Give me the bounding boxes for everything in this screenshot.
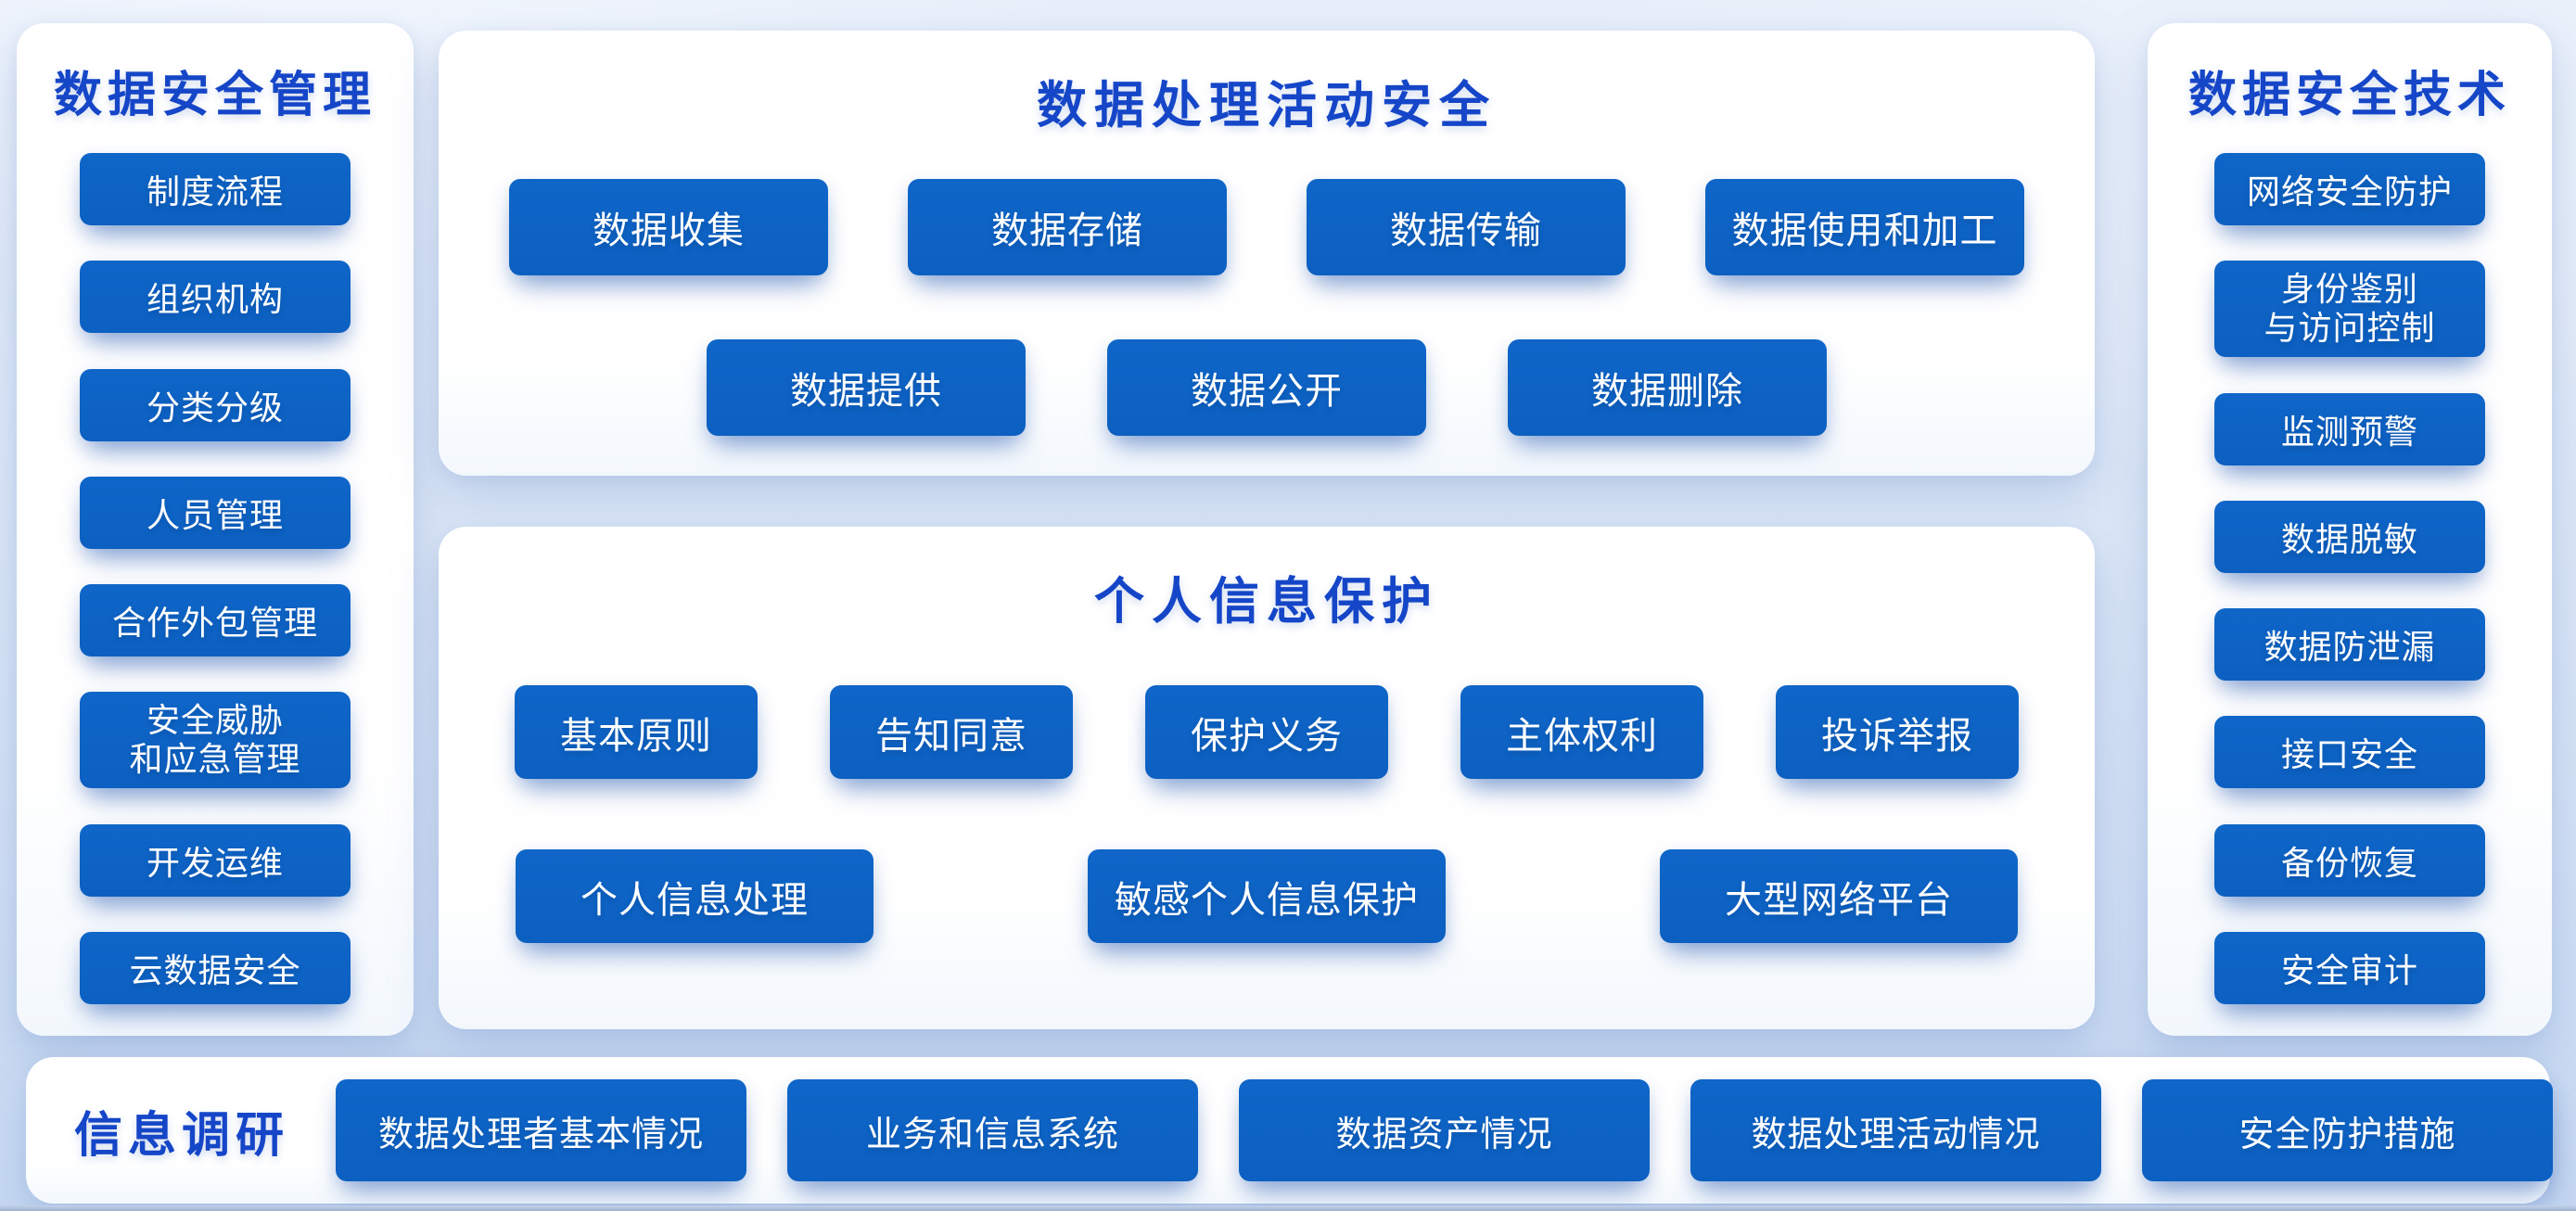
complaint-report-node: 投诉举报 <box>1776 685 2019 779</box>
protection-obligation-node: 保护义务 <box>1145 685 1388 779</box>
survey-node-list: 数据处理者基本情况 业务和信息系统 数据资产情况 数据处理活动情况 安全防护措施 <box>336 1079 2554 1181</box>
backup-recovery-node: 备份恢复 <box>2214 823 2485 897</box>
network-security-protection-node: 网络安全防护 <box>2214 153 2485 225</box>
panel-data-security-technology: 数据安全技术 网络安全防护 身份鉴别 与访问控制 监测预警 数据脱敏 数据防泄漏… <box>2148 23 2552 1036</box>
dev-ops-node: 开发运维 <box>80 823 351 897</box>
policy-process-node: 制度流程 <box>80 153 351 225</box>
data-publication-node: 数据公开 <box>1107 339 1426 436</box>
data-processor-basic-info-node: 数据处理者基本情况 <box>336 1079 747 1181</box>
personal-node-row-1: 基本原则 告知同意 保护义务 主体权利 投诉举报 <box>439 685 2095 779</box>
management-panel-title: 数据安全管理 <box>53 69 376 122</box>
panel-information-survey: 信息调研 数据处理者基本情况 业务和信息系统 数据资产情况 数据处理活动情况 安… <box>26 1057 2554 1204</box>
large-network-platform-node: 大型网络平台 <box>1660 849 2018 943</box>
classification-grading-node: 分类分级 <box>80 368 351 441</box>
basic-principles-node: 基本原则 <box>515 685 758 779</box>
processing-node-row-1: 数据收集 数据存储 数据传输 数据使用和加工 <box>439 179 2095 275</box>
processing-panel-title: 数据处理活动安全 <box>1037 78 1497 134</box>
business-and-info-systems-node: 业务和信息系统 <box>787 1079 1199 1181</box>
org-structure-node: 组织机构 <box>80 261 351 334</box>
panel-personal-information-protection: 个人信息保护 基本原则 告知同意 保护义务 主体权利 投诉举报 个人信息处理 敏… <box>439 527 2095 1029</box>
data-use-processing-node: 数据使用和加工 <box>1705 179 2024 275</box>
cloud-data-security-node: 云数据安全 <box>80 931 351 1004</box>
data-collection-node: 数据收集 <box>509 179 828 275</box>
data-leak-prevention-node: 数据防泄漏 <box>2214 608 2485 682</box>
personnel-management-node: 人员管理 <box>80 476 351 549</box>
data-deletion-node: 数据删除 <box>1508 339 1827 436</box>
threat-emergency-management-node: 安全威胁 和应急管理 <box>80 692 351 789</box>
security-audit-node: 安全审计 <box>2214 931 2485 1004</box>
management-node-list: 制度流程 组织机构 分类分级 人员管理 合作外包管理 安全威胁 和应急管理 开发… <box>17 153 414 1004</box>
data-processing-activities-node: 数据处理活动情况 <box>1690 1079 2102 1181</box>
technology-panel-title: 数据安全技术 <box>2187 69 2511 122</box>
screenshot-bottom-edge <box>0 1205 2576 1211</box>
panel-data-processing-activity-security: 数据处理活动安全 数据收集 数据存储 数据传输 数据使用和加工 数据提供 数据公… <box>439 31 2095 476</box>
data-assets-node: 数据资产情况 <box>1239 1079 1651 1181</box>
data-masking-node: 数据脱敏 <box>2214 500 2485 573</box>
notice-consent-node: 告知同意 <box>830 685 1073 779</box>
personal-panel-title: 个人信息保护 <box>1094 574 1439 630</box>
panel-data-security-management: 数据安全管理 制度流程 组织机构 分类分级 人员管理 合作外包管理 安全威胁 和… <box>17 23 414 1036</box>
processing-node-row-2: 数据提供 数据公开 数据删除 <box>439 339 2095 436</box>
sensitive-personal-info-protection-node: 敏感个人信息保护 <box>1088 849 1446 943</box>
identity-access-control-node: 身份鉴别 与访问控制 <box>2214 261 2485 358</box>
security-protection-measures-node: 安全防护措施 <box>2142 1079 2554 1181</box>
technology-node-list: 网络安全防护 身份鉴别 与访问控制 监测预警 数据脱敏 数据防泄漏 接口安全 备… <box>2148 153 2552 1004</box>
data-storage-node: 数据存储 <box>908 179 1227 275</box>
survey-panel-title: 信息调研 <box>74 1108 290 1163</box>
cooperation-outsourcing-node: 合作外包管理 <box>80 584 351 657</box>
data-provision-node: 数据提供 <box>707 339 1026 436</box>
personal-node-row-2: 个人信息处理 敏感个人信息保护 大型网络平台 <box>439 849 2095 943</box>
interface-security-node: 接口安全 <box>2214 716 2485 789</box>
personal-info-processing-node: 个人信息处理 <box>516 849 874 943</box>
subject-rights-node: 主体权利 <box>1460 685 1703 779</box>
monitoring-early-warning-node: 监测预警 <box>2214 392 2485 465</box>
data-transmission-node: 数据传输 <box>1307 179 1626 275</box>
